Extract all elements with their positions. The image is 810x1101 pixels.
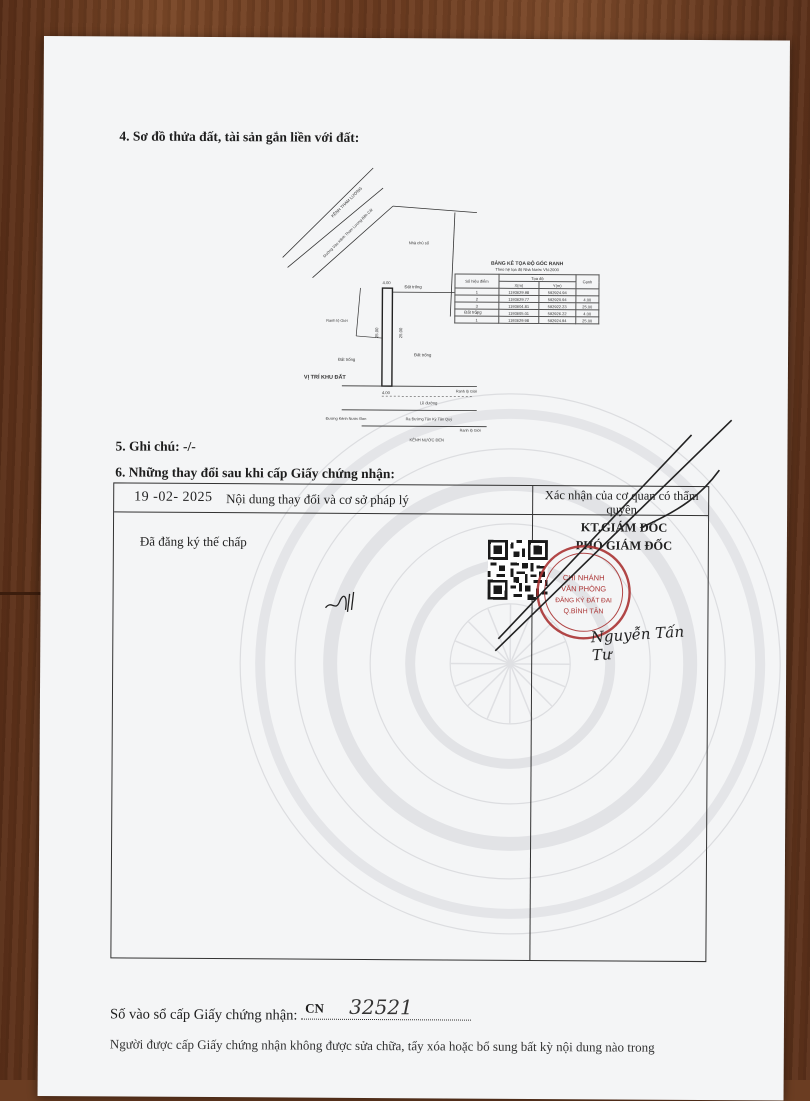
map-dim-bottom: 4.00 — [382, 390, 391, 395]
coordinate-table: BẢNG KÊ TỌA ĐỘ GÓC RANH Theo hệ tọa độ N… — [454, 261, 599, 325]
coord-header-point: Số hiệu điểm — [455, 274, 499, 288]
initial-signature — [323, 586, 363, 616]
change-date: 19 -02- 2025 — [134, 490, 212, 506]
table-row: 1 1193629.98 592924.94 25.00 — [455, 316, 599, 324]
coord-x: 1193629.98 — [499, 316, 539, 323]
coordinate-table-subtitle: Theo hệ tọa độ Nhà Nước VN-2000 — [455, 267, 600, 273]
map-dim-side-2: 25.00 — [398, 327, 403, 338]
coord-y: 592924.94 — [539, 317, 576, 324]
changes-table: 19 -02- 2025 Nội dung thay đổi và cơ sở … — [110, 482, 709, 962]
section-4-title: 4. Sơ đồ thửa đất, tài sản gắn liền với … — [119, 128, 359, 145]
certificate-prefix: CN — [305, 1001, 324, 1017]
map-label-house: Nhà chủ số — [409, 240, 430, 245]
map-dim-side: 25.00 — [374, 327, 379, 338]
stamp-line-2: VĂN PHÒNG — [561, 584, 606, 593]
signer-name: Nguyễn Tấn Tư — [590, 621, 708, 664]
map-label-canal-top: KÊNH THAM LƯƠNG — [330, 186, 363, 219]
certificate-number: 32521 — [349, 995, 413, 1019]
coord-header-edge: Cạnh — [576, 275, 599, 289]
certificate-number-field: CN 32521 — [301, 1009, 471, 1021]
footer-warning-note: Người được cấp Giấy chứng nhận không đượ… — [110, 1036, 655, 1055]
map-label-boundary-3: Ranh lộ Giới — [326, 319, 347, 323]
header-content-label: Nội dung thay đổi và cơ sở pháp lý — [226, 491, 409, 508]
authority-title: KT.GIÁM ĐỐC — [544, 520, 704, 536]
coord-point: 1 — [455, 316, 499, 323]
map-label-empty-4: Đất trống — [414, 352, 432, 357]
certificate-number-line: Số vào sổ cấp Giấy chứng nhận: CN 32521 — [110, 1006, 471, 1025]
certificate-page: 4. Sơ đồ thửa đất, tài sản gắn liền với … — [38, 36, 790, 1101]
stamp-line-4: Q.BÌNH TÂN — [564, 606, 604, 615]
map-label-empty-1: Đất trống — [404, 284, 422, 289]
header-confirm-label: Xác nhận của cơ quan có thẩm quyền — [539, 488, 704, 517]
map-label-location: VỊ TRÍ KHU ĐẤT — [304, 373, 347, 381]
section-5-title: 5. Ghi chú: -/- — [115, 438, 195, 454]
stamp-line-3: ĐĂNG KÝ ĐẤT ĐAI — [555, 594, 612, 604]
map-label-boundary-1: Ranh lộ Giới — [456, 390, 477, 394]
map-dim-top: 4.00 — [382, 280, 391, 285]
map-label-empty-3: Đất trống — [338, 357, 356, 362]
coord-edge: 25.00 — [576, 317, 599, 324]
stamp-line-1: CHI NHÁNH — [563, 573, 605, 582]
map-label-boundary-2: Ranh lộ Giới — [460, 429, 481, 433]
map-label-road-bottom-2: Ra Đường Tân Kỳ Tân Quý — [406, 417, 453, 421]
section-6-title: 6. Những thay đổi sau khi cấp Giấy chứng… — [115, 464, 395, 482]
change-entry-text: Đã đăng ký thế chấp — [140, 534, 247, 551]
map-label-road-bottom: Đường Kênh Nước Đen — [326, 417, 367, 421]
certificate-number-label: Số vào sổ cấp Giấy chứng nhận: — [110, 1006, 298, 1023]
map-label-canal-bottom: KÊNH NƯỚC ĐEN — [410, 437, 445, 442]
map-label-sidewalk: Lề đường — [420, 400, 438, 405]
